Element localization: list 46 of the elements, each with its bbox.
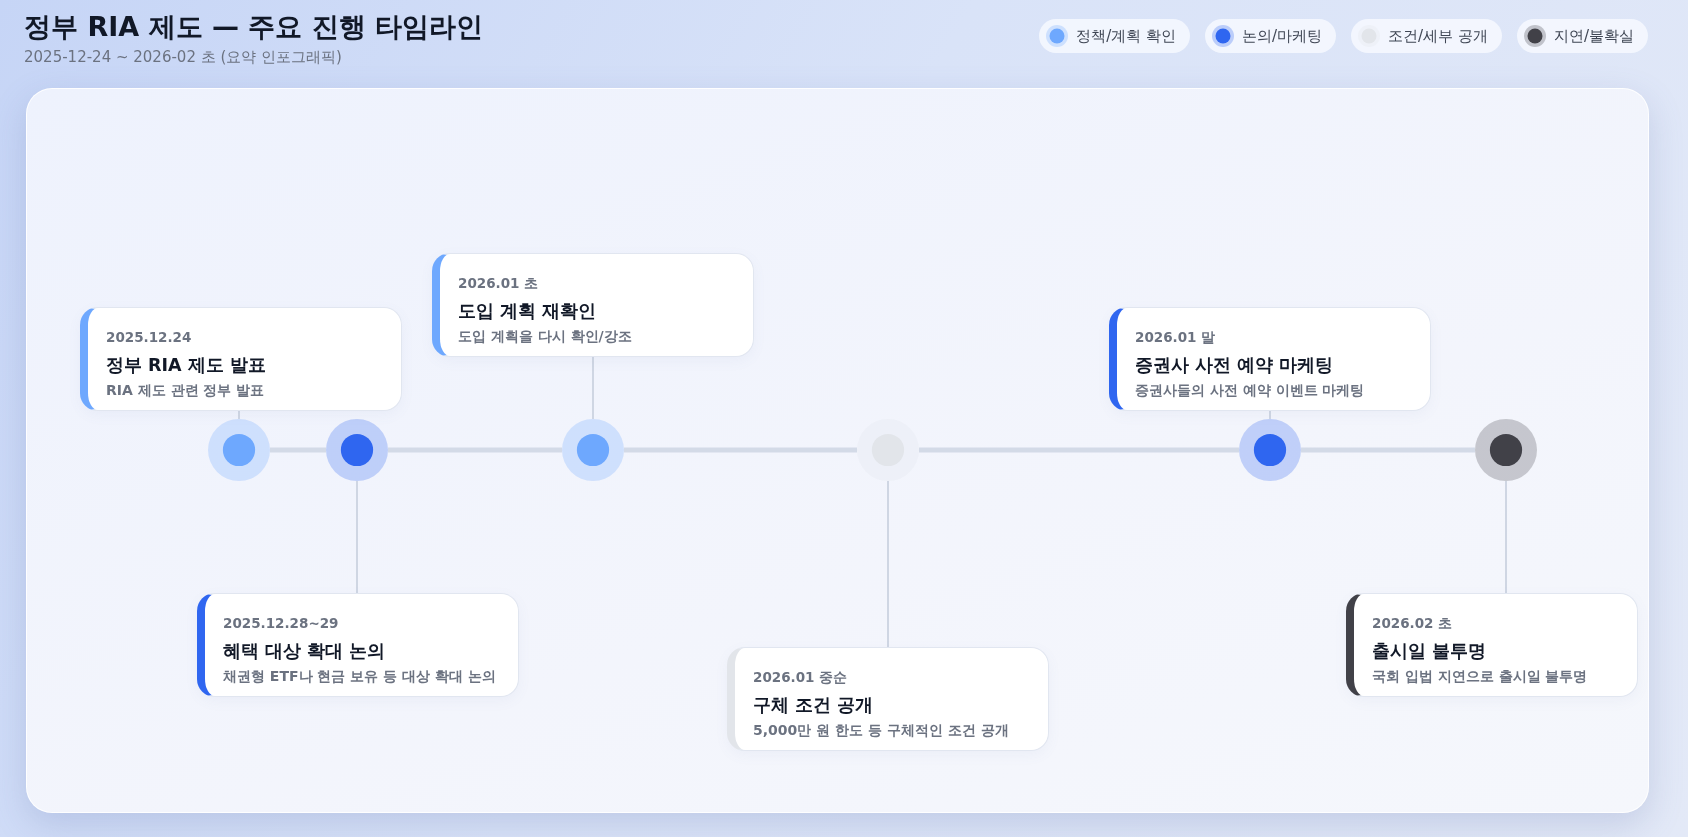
- subtitle: 2025-12-24 ~ 2026-02 초 (요약 인포그래픽): [24, 48, 342, 66]
- event-card: [80, 307, 402, 411]
- event-date: 2026.02 초: [1372, 615, 1453, 632]
- timeline-line: [919, 447, 1239, 453]
- event-description: 채권형 ETF나 현금 보유 등 대상 확대 논의: [223, 668, 496, 685]
- event-description: RIA 제도 관련 정부 발표: [106, 382, 265, 399]
- event-title: 구체 조건 공개: [753, 695, 874, 717]
- connector-line: [592, 356, 594, 420]
- event-date: 2026.01 초: [458, 275, 539, 292]
- timeline-line: [624, 447, 857, 453]
- event-description: 증권사들의 사전 예약 이벤트 마케팅: [1135, 382, 1365, 399]
- legend-label: 조건/세부 공개: [1388, 26, 1488, 46]
- timeline-dot-icon: [208, 419, 270, 481]
- event-description: 5,000만 원 한도 등 구체적인 조건 공개: [753, 722, 1009, 739]
- connector-line: [887, 480, 889, 648]
- event-date: 2026.01 중순: [753, 669, 848, 686]
- event-date: 2026.01 말: [1135, 329, 1216, 346]
- event-date: 2025.12.24: [106, 329, 192, 346]
- connector-line: [356, 480, 358, 594]
- event-date: 2025.12.28~29: [223, 615, 339, 632]
- event-card: [1109, 307, 1431, 411]
- connector-line: [238, 410, 240, 420]
- legend-label: 지연/불확실: [1553, 26, 1634, 46]
- legend-label: 정책/계획 확인: [1076, 26, 1177, 46]
- event-title: 도입 계획 재확인: [458, 301, 597, 323]
- event-card: [727, 647, 1049, 751]
- timeline-dot-icon: [1239, 419, 1301, 481]
- timeline-line: [270, 447, 326, 453]
- event-card: [432, 253, 754, 357]
- event-description: 도입 계획을 다시 확인/강조: [458, 328, 632, 345]
- timeline-dot-icon: [562, 419, 624, 481]
- connector-line: [1505, 480, 1507, 594]
- event-card: [1346, 593, 1638, 697]
- event-title: 정부 RIA 제도 발표: [106, 355, 266, 377]
- timeline-dot-icon: [326, 419, 388, 481]
- legend-label: 논의/마케팅: [1242, 26, 1323, 46]
- timeline-line: [388, 447, 562, 453]
- event-description: 국회 입법 지연으로 출시일 불투명: [1372, 668, 1588, 685]
- event-title: 출시일 불투명: [1372, 641, 1487, 663]
- event-title: 혜택 대상 확대 논의: [223, 641, 386, 663]
- connector-line: [1269, 410, 1271, 420]
- event-card: [197, 593, 519, 697]
- timeline-line: [1301, 447, 1475, 453]
- diagram-title: 정부 RIA 제도 — 주요 진행 타임라인: [24, 11, 484, 44]
- event-title: 증권사 사전 예약 마케팅: [1135, 355, 1334, 377]
- timeline-dot-icon: [1475, 419, 1537, 481]
